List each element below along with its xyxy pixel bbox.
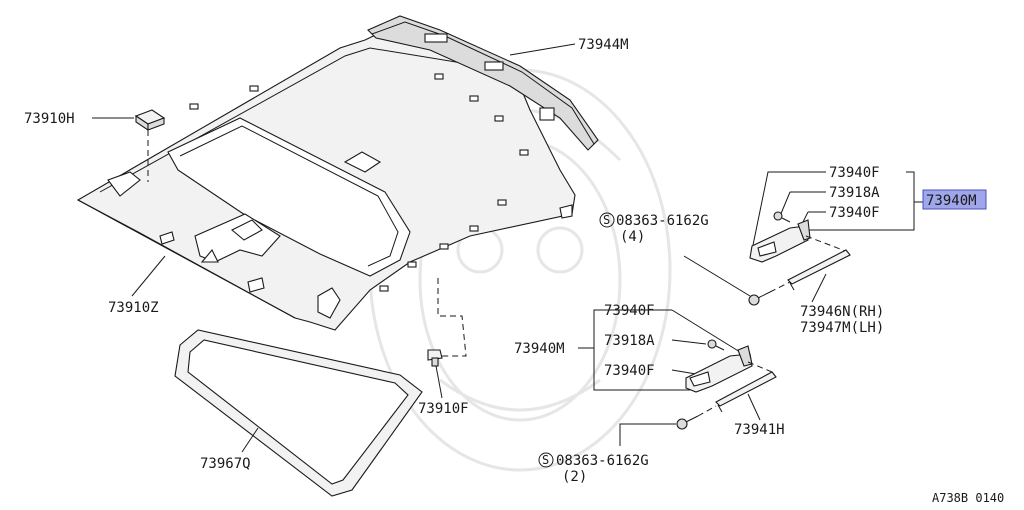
clip-73910F[interactable] [427, 349, 443, 367]
label-73918A-b: 73918A [604, 333, 655, 349]
screw-08363-upper[interactable] [748, 291, 771, 306]
label-08363-lower: 08363-6162G [556, 453, 649, 469]
label-73940F-a: 73940F [829, 165, 880, 181]
rail-73946N[interactable] [787, 249, 851, 291]
s-symbol-lower-text: S [542, 453, 549, 467]
label-73940M-b: 73940M [514, 341, 565, 357]
label-73946N: 73946N(RH) [800, 304, 884, 320]
highlight-73940M [922, 189, 987, 210]
screw-08363-lower[interactable] [676, 415, 699, 430]
label-08363-upper: 08363-6162G [616, 213, 709, 229]
label-qty-4: (4) [620, 229, 645, 245]
upper-holder-group: 73940F 73918A 73940F 73940M 73946N(RH) 7… [749, 165, 987, 336]
rear-roof-rail[interactable] [367, 15, 599, 151]
label-73940F-d: 73940F [604, 363, 655, 379]
label-73910H: 73910H [24, 111, 75, 127]
diagram-reference-code: A738B 0140 [932, 491, 1004, 505]
lower-holder-group: 73940F 73940M 73918A 73940F 73941H [514, 303, 785, 438]
headliner-panel[interactable] [76, 27, 576, 331]
sunroof-seal[interactable] [174, 329, 423, 497]
label-73918A-a: 73918A [829, 185, 880, 201]
s-symbol-lower [538, 452, 554, 468]
label-73947M: 73947M(LH) [800, 320, 884, 336]
rail-73941H[interactable] [715, 371, 777, 413]
label-73910Z: 73910Z [108, 300, 159, 316]
label-73940M-highlight[interactable]: 73940M [926, 193, 977, 209]
s-symbol-upper-text: S [603, 213, 610, 227]
screw-73918A-lower[interactable] [707, 339, 725, 351]
visor-holder-upper[interactable] [749, 219, 811, 263]
label-73910F: 73910F [418, 401, 469, 417]
label-73941H: 73941H [734, 422, 785, 438]
s-symbol-upper [599, 212, 615, 228]
label-73967Q: 73967Q [200, 456, 251, 472]
label-qty-2: (2) [562, 469, 587, 485]
clip-73910H[interactable] [134, 109, 166, 132]
screw-73918A-upper[interactable] [773, 211, 791, 223]
label-73940F-c: 73940F [604, 303, 655, 319]
visor-holder-lower[interactable] [685, 345, 753, 393]
label-73944M: 73944M [578, 37, 629, 53]
label-73940F-b: 73940F [829, 205, 880, 221]
